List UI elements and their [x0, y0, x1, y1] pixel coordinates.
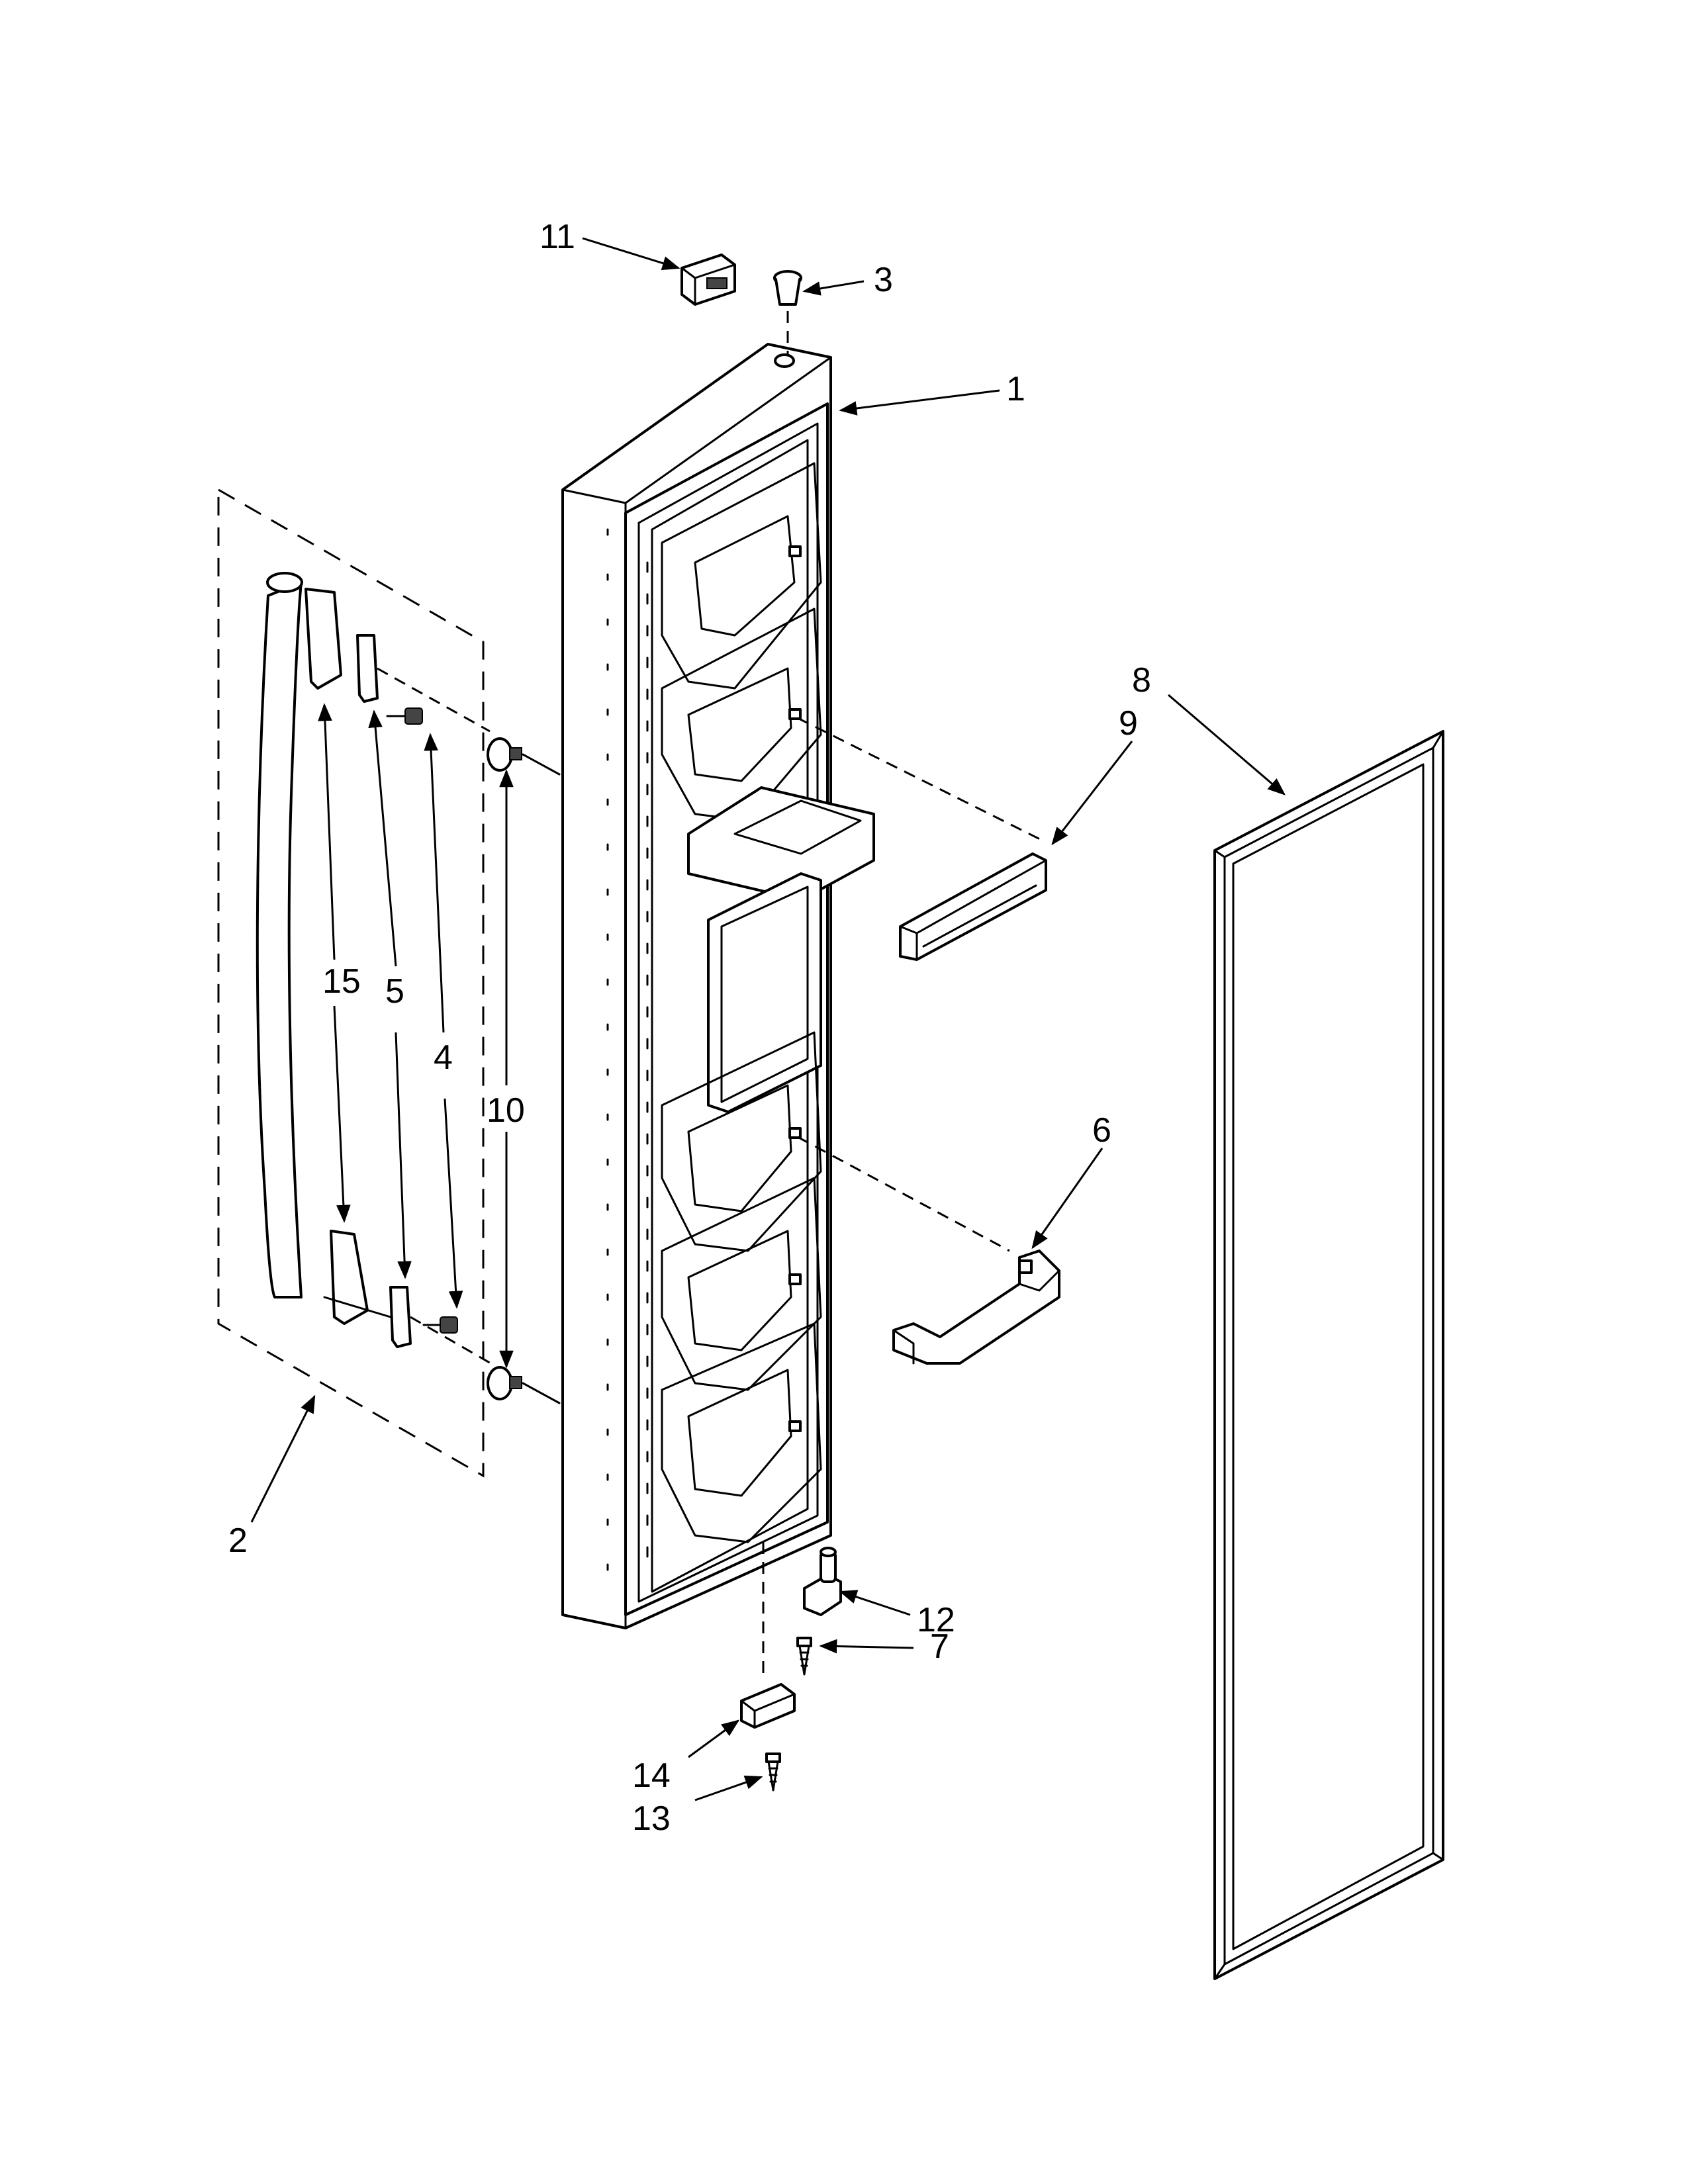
part-7-screw [796, 1637, 812, 1676]
hinge-hole [774, 353, 795, 368]
callout-5: 5 [385, 972, 404, 1011]
callout-14: 14 [632, 1756, 671, 1795]
handle-end-cap-bottom [330, 1230, 369, 1325]
callout-9: 9 [1119, 704, 1138, 743]
part-9-trim-strip [899, 852, 1047, 961]
callout-12: 12 [917, 1601, 955, 1639]
part-14-hinge-cover [740, 1683, 796, 1729]
callout-labels: 1 2 3 4 5 6 7 8 9 10 11 12 13 14 15 [228, 218, 1151, 1838]
handle-plug-top [487, 737, 522, 772]
freezer-door [561, 311, 1043, 1681]
door-handle [256, 581, 303, 1298]
part-3-hinge-bushing [773, 270, 802, 306]
callout-6: 6 [1092, 1111, 1111, 1150]
handle-screw-bottom [422, 1316, 458, 1334]
callout-11: 11 [539, 218, 575, 256]
callout-8: 8 [1132, 661, 1151, 700]
handle-end-cap-top [305, 588, 342, 690]
part-12-lower-hinge [803, 1547, 842, 1616]
callout-15: 15 [322, 962, 361, 1001]
callout-13: 13 [632, 1799, 671, 1838]
part-11-clip [680, 253, 736, 306]
callout-10: 10 [487, 1091, 525, 1130]
handle-bracket-top [356, 634, 379, 703]
handle-plug-bottom [487, 1366, 522, 1400]
part-8-door-gasket [1213, 730, 1444, 1980]
gasket-channel-bumps [606, 528, 649, 1603]
leader-lines [250, 237, 1286, 1801]
callout-3: 3 [874, 261, 893, 299]
part-13-screw [765, 1752, 781, 1792]
callout-7: 7 [930, 1627, 949, 1666]
handle-assembly-group [217, 488, 561, 1478]
callout-1: 1 [1006, 370, 1025, 408]
callout-4: 4 [434, 1038, 453, 1077]
handle-screw-top [386, 707, 423, 725]
handle-bracket-bottom [389, 1286, 412, 1348]
part-6-door-bin [892, 1250, 1060, 1365]
callout-2: 2 [228, 1522, 248, 1560]
